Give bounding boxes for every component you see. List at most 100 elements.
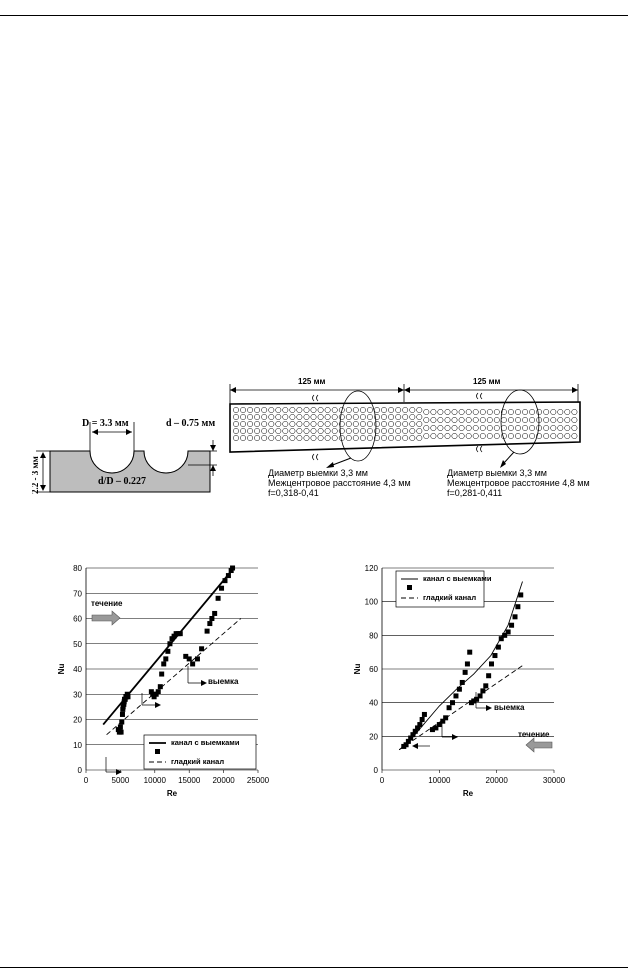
dimple-circle (240, 407, 247, 413)
annotation-arrowhead (116, 769, 122, 775)
legend-label-smooth: гладкий канал (171, 757, 224, 766)
dimple-circle (522, 417, 529, 423)
dimple-circle (303, 421, 310, 427)
left-note-line-2: Межцентровое расстояние 4,3 мм (268, 478, 411, 488)
data-point (480, 688, 486, 694)
left-length-label: 125 мм (298, 377, 325, 386)
legend-marker (155, 749, 160, 754)
data-point (190, 661, 196, 667)
data-point (228, 568, 234, 574)
data-point (446, 705, 452, 711)
x-tick-label: 15000 (178, 776, 201, 785)
dimple-circle (437, 417, 444, 423)
data-point (230, 565, 236, 571)
dimple-circle (472, 433, 479, 439)
dimple-circle (331, 421, 338, 427)
dimple-circle (324, 428, 331, 434)
dimple-circle (254, 428, 261, 434)
dimple-circle (388, 414, 395, 420)
x-axis-label: Re (167, 789, 178, 798)
dimple-circle (395, 421, 402, 427)
left-zoom-ellipse (339, 390, 377, 462)
dimple-circle (479, 409, 486, 415)
dimple-circle (381, 435, 387, 441)
dimple-circle (486, 433, 493, 439)
series-line-smooth (398, 665, 523, 751)
dimple-circle (437, 409, 444, 415)
data-point (417, 722, 423, 728)
dimple-circle (515, 417, 521, 423)
dimple-circle (444, 425, 451, 431)
dimple-circle (233, 428, 239, 434)
dimple-circle (409, 407, 416, 413)
data-point (204, 628, 210, 634)
dimple-circle (479, 417, 486, 423)
dimple-circle (458, 433, 465, 439)
dimple-circle (472, 417, 479, 423)
dimple-circle (472, 409, 479, 415)
dimple-circle (451, 433, 458, 439)
dimple-circle (247, 428, 254, 434)
dimple-circle (261, 414, 268, 420)
dimple-circle (493, 433, 500, 439)
dimple-circle (296, 407, 303, 413)
legend-box (143, 734, 257, 770)
dimple-circle (289, 414, 296, 420)
data-point (467, 649, 473, 655)
data-point (502, 632, 508, 638)
dimple-circle (507, 417, 514, 423)
flow-arrow (91, 610, 121, 626)
dimple-circle (282, 414, 289, 420)
dimple-circle (564, 425, 571, 431)
dimple-circle (338, 414, 345, 420)
dimple-circle (564, 417, 571, 423)
dimple-circle (550, 425, 557, 431)
dimple-circle (430, 409, 437, 415)
x-tick-label: 20000 (486, 776, 509, 785)
dimple-circle (310, 435, 317, 441)
right-note-line-3: f=0,281-0,411 (447, 488, 502, 498)
dimple-circle (430, 433, 437, 439)
dimple-circle (352, 414, 359, 420)
dimple-circle (529, 433, 536, 439)
data-point (121, 701, 127, 707)
data-point (199, 646, 205, 652)
dimple-grid (233, 407, 578, 441)
dimple-circle (423, 425, 430, 431)
data-point (171, 633, 177, 639)
annotation-arrowhead (412, 743, 418, 749)
dimple-circle (500, 425, 507, 431)
dimple-circle (536, 409, 543, 415)
dimple-circle (254, 421, 261, 427)
dimple-circle (317, 414, 324, 420)
dimple-circle (366, 428, 373, 434)
data-point (498, 636, 504, 642)
dimple-circle (331, 414, 338, 420)
dimple-circle (345, 428, 352, 434)
right-length-label: 125 мм (473, 377, 500, 386)
data-point (456, 686, 462, 692)
dimple-circle (275, 421, 282, 427)
dimple-circle (366, 421, 373, 427)
data-point (453, 693, 459, 699)
annotation-arrowhead (452, 734, 458, 740)
dimple-circle (479, 433, 486, 439)
dimple-circle (381, 414, 387, 420)
dimple-circle (395, 407, 402, 413)
data-point (120, 704, 126, 710)
dimple-circle (550, 433, 557, 439)
depth-ratio-label: d/D – 0.227 (98, 476, 146, 487)
dimple-diameter-label: D = 3.3 мм (82, 418, 129, 429)
dimple-circle (296, 421, 303, 427)
dimple-circle (465, 409, 472, 415)
dimple-circle (451, 409, 458, 415)
dimple-circle (303, 414, 310, 420)
dimple-circle (500, 417, 507, 423)
dimple-circle (303, 428, 310, 434)
dimple-circle (331, 435, 338, 441)
y-tick-label: 40 (73, 665, 82, 674)
dimple-circle (275, 428, 282, 434)
dimple-circle (515, 433, 521, 439)
dimple-circle (557, 417, 564, 423)
y-axis-label: Nu (57, 664, 66, 675)
